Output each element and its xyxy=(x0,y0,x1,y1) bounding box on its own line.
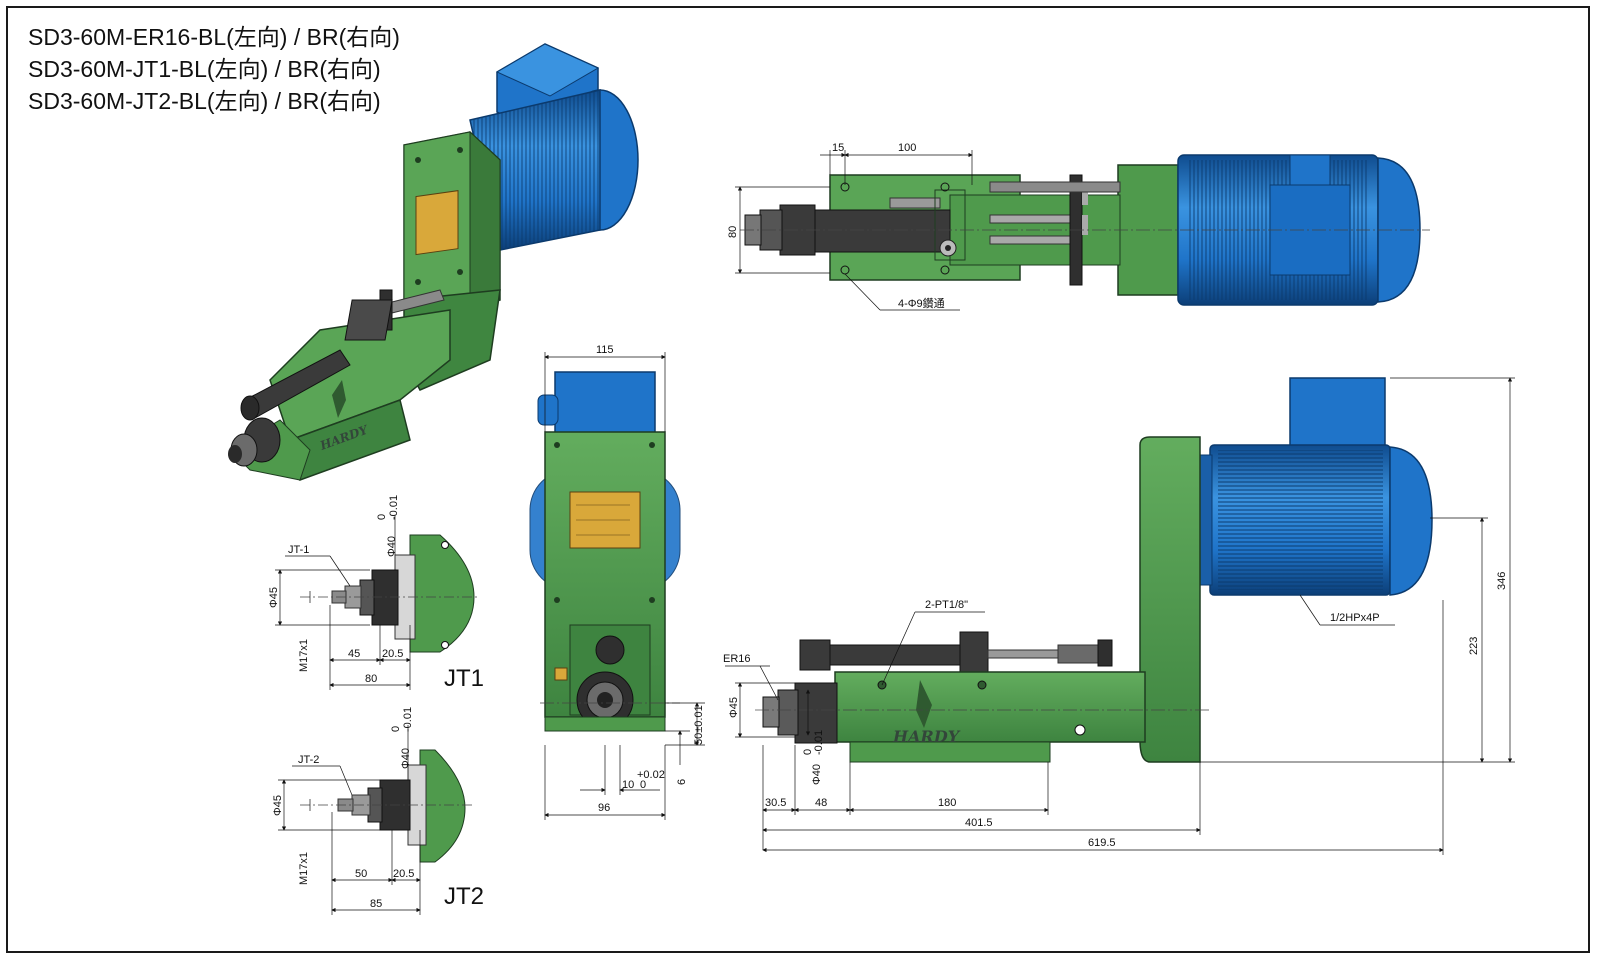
holes-note: 4-Φ9鑽通 xyxy=(898,296,945,310)
jt2-d40: Φ40 xyxy=(400,748,412,769)
side-brand-label: HARDY xyxy=(892,727,961,746)
jt1-thread: M17x1 xyxy=(298,639,310,672)
dim-619-5: 619.5 xyxy=(1088,837,1116,849)
dim-10-tol-zero: 0 xyxy=(640,779,646,791)
pt-note: 2-PT1/8" xyxy=(925,599,968,611)
model-title-er16: SD3-60M-ER16-BL(左向) / BR(右向) xyxy=(28,24,400,50)
dim-15: 15 xyxy=(832,142,844,154)
side-dim-d40-tol-b: -0.01 xyxy=(813,730,825,755)
dim-30-5: 30.5 xyxy=(765,797,786,809)
side-dim-d40-tol-a: 0 xyxy=(802,749,814,755)
dim-10-tol-plus: +0.02 xyxy=(637,769,665,781)
dim-10: 10 xyxy=(622,779,634,791)
jt2-tag: JT-2 xyxy=(298,754,319,766)
jt1-len-80: 80 xyxy=(365,673,377,685)
jt1-d40-tol-b: -0.01 xyxy=(388,495,400,520)
jt2-len-50: 50 xyxy=(355,868,367,880)
jt1-name: JT1 xyxy=(444,665,484,692)
model-title-jt1: SD3-60M-JT1-BL(左向) / BR(右向) xyxy=(28,56,381,82)
jt1-detail: JT-1 Φ45 M17x1 Φ40 0 -0.01 45 20.5 80 JT… xyxy=(268,495,484,692)
jt1-d40: Φ40 xyxy=(386,536,398,557)
jt2-detail: JT-2 Φ45 M17x1 Φ40 0 -0.01 50 20.5 85 JT… xyxy=(272,707,484,915)
jt2-name: JT2 xyxy=(444,883,484,910)
jt2-len-20-5: 20.5 xyxy=(393,868,414,880)
er16-label: ER16 xyxy=(723,653,751,665)
top-view: 15 100 80 4-Φ9鑽通 xyxy=(727,142,1430,311)
drawing-frame xyxy=(6,6,1590,953)
model-title-jt2: SD3-60M-JT2-BL(左向) / BR(右向) xyxy=(28,88,381,114)
side-dim-d45: Φ45 xyxy=(728,697,740,718)
side-view: HARDY 2-PT1/8" ER16 1/2HPx4P 346 223 Φ45… xyxy=(723,377,1515,855)
side-dim-d40: Φ40 xyxy=(811,764,823,785)
jt1-len-20-5: 20.5 xyxy=(382,648,403,660)
dim-115: 115 xyxy=(596,344,614,356)
dim-401-5: 401.5 xyxy=(965,817,993,829)
jt1-d40-tol-a: 0 xyxy=(376,514,388,520)
motor-spec: 1/2HPx4P xyxy=(1330,612,1380,624)
dim-100: 100 xyxy=(898,142,916,154)
dim-50: 50±0.01 xyxy=(693,705,705,745)
dim-80: 80 xyxy=(727,226,739,238)
front-view: 115 50±0.01 10 +0.02 0 6 96 xyxy=(529,344,705,820)
jt2-thread: M17x1 xyxy=(298,852,310,885)
jt1-len-45: 45 xyxy=(348,648,360,660)
dim-96: 96 xyxy=(598,802,610,814)
jt2-d40-tol-b: -0.01 xyxy=(402,707,414,732)
dim-223: 223 xyxy=(1468,637,1480,655)
jt2-len-85: 85 xyxy=(370,898,382,910)
dim-346: 346 xyxy=(1496,572,1508,590)
dim-6: 6 xyxy=(676,779,688,785)
dim-180: 180 xyxy=(938,797,956,809)
dim-48: 48 xyxy=(815,797,827,809)
jt1-tag: JT-1 xyxy=(288,544,309,556)
jt1-d45: Φ45 xyxy=(268,587,280,608)
jt2-d45: Φ45 xyxy=(272,795,284,816)
isometric-view: HARDY xyxy=(228,43,639,481)
jt2-d40-tol-a: 0 xyxy=(390,726,402,732)
